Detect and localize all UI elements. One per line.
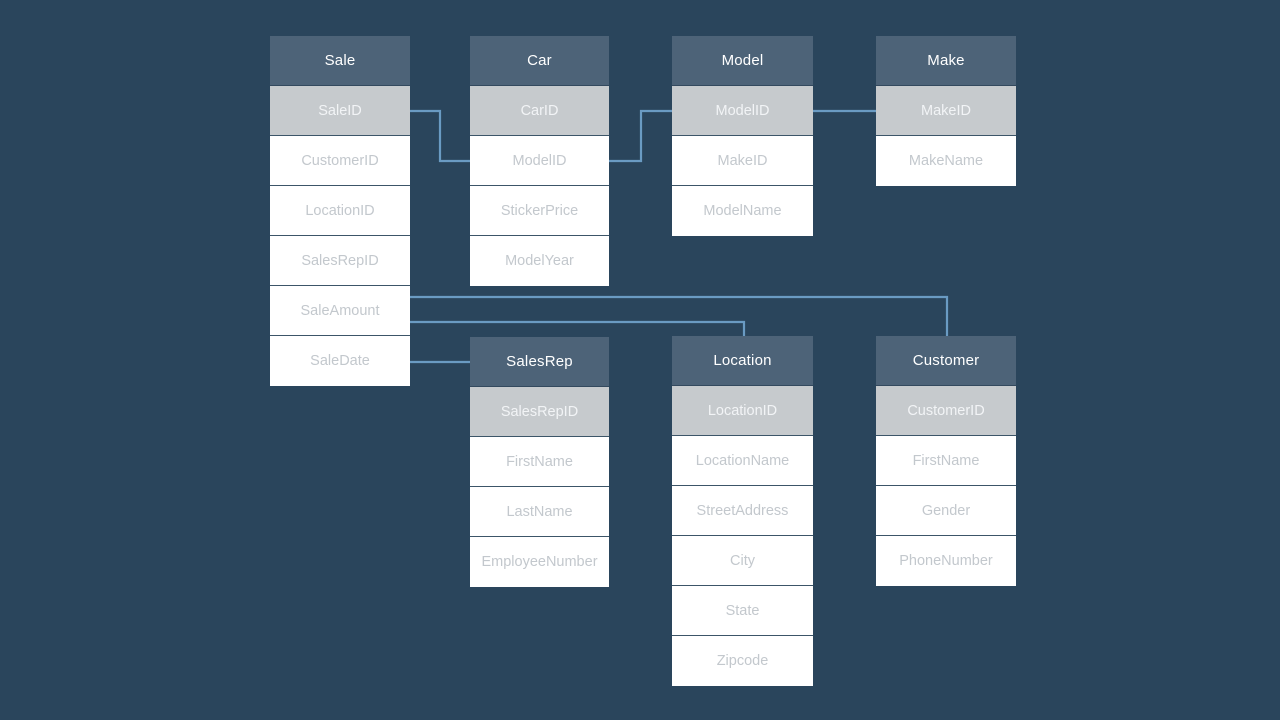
- table-field[interactable]: MakeName: [876, 136, 1016, 186]
- table-field[interactable]: FirstName: [876, 436, 1016, 486]
- table-field[interactable]: SalesRepID: [270, 236, 410, 286]
- relationship-line-sale-customer: [410, 295, 949, 336]
- relationship-line-sale-car: [410, 109, 470, 163]
- primary-key-field[interactable]: SaleID: [270, 86, 410, 136]
- table-field[interactable]: StreetAddress: [672, 486, 813, 536]
- table-field[interactable]: Zipcode: [672, 636, 813, 686]
- table-field[interactable]: CustomerID: [270, 136, 410, 186]
- table-field[interactable]: ModelID: [470, 136, 609, 186]
- relationship-line-car-model: [609, 109, 672, 163]
- table-field[interactable]: Gender: [876, 486, 1016, 536]
- table-field[interactable]: LocationID: [270, 186, 410, 236]
- table-field[interactable]: PhoneNumber: [876, 536, 1016, 586]
- table-title: Make: [876, 36, 1016, 86]
- relationship-line-sale-location: [410, 320, 746, 336]
- primary-key-field[interactable]: CustomerID: [876, 386, 1016, 436]
- table-field[interactable]: SaleAmount: [270, 286, 410, 336]
- primary-key-field[interactable]: SalesRepID: [470, 387, 609, 437]
- table-field[interactable]: StickerPrice: [470, 186, 609, 236]
- table-field[interactable]: EmployeeNumber: [470, 537, 609, 587]
- table-field[interactable]: City: [672, 536, 813, 586]
- table-title: Location: [672, 336, 813, 386]
- primary-key-field[interactable]: CarID: [470, 86, 609, 136]
- table-field[interactable]: MakeID: [672, 136, 813, 186]
- table-field[interactable]: LastName: [470, 487, 609, 537]
- table-title: Model: [672, 36, 813, 86]
- table-field[interactable]: ModelName: [672, 186, 813, 236]
- table-title: Car: [470, 36, 609, 86]
- table-field[interactable]: FirstName: [470, 437, 609, 487]
- table-field[interactable]: SaleDate: [270, 336, 410, 386]
- table-field[interactable]: State: [672, 586, 813, 636]
- primary-key-field[interactable]: LocationID: [672, 386, 813, 436]
- primary-key-field[interactable]: ModelID: [672, 86, 813, 136]
- table-field[interactable]: LocationName: [672, 436, 813, 486]
- table-title: SalesRep: [470, 337, 609, 387]
- table-title: Customer: [876, 336, 1016, 386]
- table-field[interactable]: ModelYear: [470, 236, 609, 286]
- primary-key-field[interactable]: MakeID: [876, 86, 1016, 136]
- table-title: Sale: [270, 36, 410, 86]
